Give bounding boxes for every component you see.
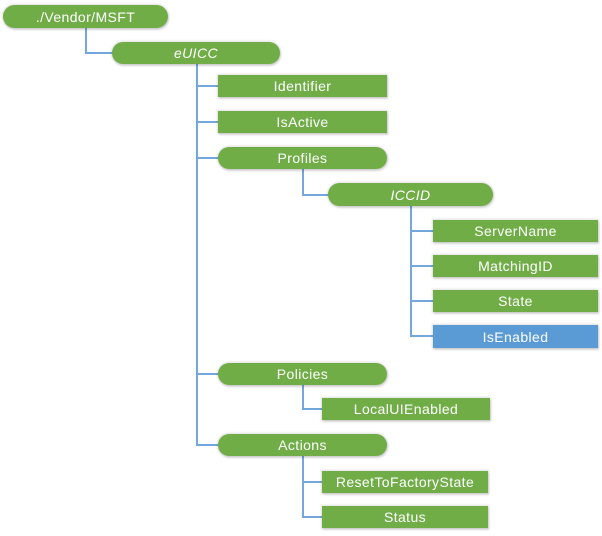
connector-actions-to-resettofactorystate bbox=[302, 481, 323, 483]
node-identifier: Identifier bbox=[218, 75, 387, 97]
connector-euicc-to-profiles bbox=[196, 157, 219, 159]
connector-root-to-euicc bbox=[85, 52, 113, 54]
node-resettofactorystate: ResetToFactoryState bbox=[322, 471, 488, 493]
node-policies: Policies bbox=[218, 363, 387, 385]
connector-root-trunk bbox=[85, 28, 87, 54]
connector-euicc-to-actions bbox=[196, 444, 219, 446]
connector-actions-to-status bbox=[302, 516, 323, 518]
connector-actions-trunk bbox=[302, 456, 304, 518]
node-state: State bbox=[433, 290, 598, 312]
node-matchingid: MatchingID bbox=[433, 255, 598, 277]
node-localuienabled: LocalUIEnabled bbox=[322, 398, 490, 420]
connector-policies-trunk bbox=[302, 385, 304, 410]
connector-iccid-to-servername bbox=[410, 230, 434, 232]
node-vendor-msft: ./Vendor/MSFT bbox=[3, 5, 168, 28]
connector-profiles-trunk bbox=[302, 169, 304, 196]
connector-euicc-to-identifier bbox=[196, 85, 219, 87]
node-isenabled: IsEnabled bbox=[433, 325, 598, 348]
node-profiles: Profiles bbox=[218, 147, 387, 169]
connector-profiles-to-iccid bbox=[302, 194, 329, 196]
connector-euicc-trunk bbox=[196, 64, 198, 446]
node-euicc: eUICC bbox=[112, 42, 280, 64]
connector-iccid-to-state bbox=[410, 300, 434, 302]
connector-policies-to-localuienabled bbox=[302, 408, 323, 410]
connector-euicc-to-policies bbox=[196, 373, 219, 375]
node-servername: ServerName bbox=[433, 220, 598, 242]
connector-euicc-to-isactive bbox=[196, 121, 219, 123]
connector-iccid-to-isenabled bbox=[410, 335, 434, 337]
connector-iccid-trunk bbox=[410, 206, 412, 337]
connector-iccid-to-matchingid bbox=[410, 265, 434, 267]
node-iccid: ICCID bbox=[328, 183, 493, 206]
node-actions: Actions bbox=[218, 434, 387, 456]
node-isactive: IsActive bbox=[218, 111, 387, 133]
node-status: Status bbox=[322, 506, 488, 528]
